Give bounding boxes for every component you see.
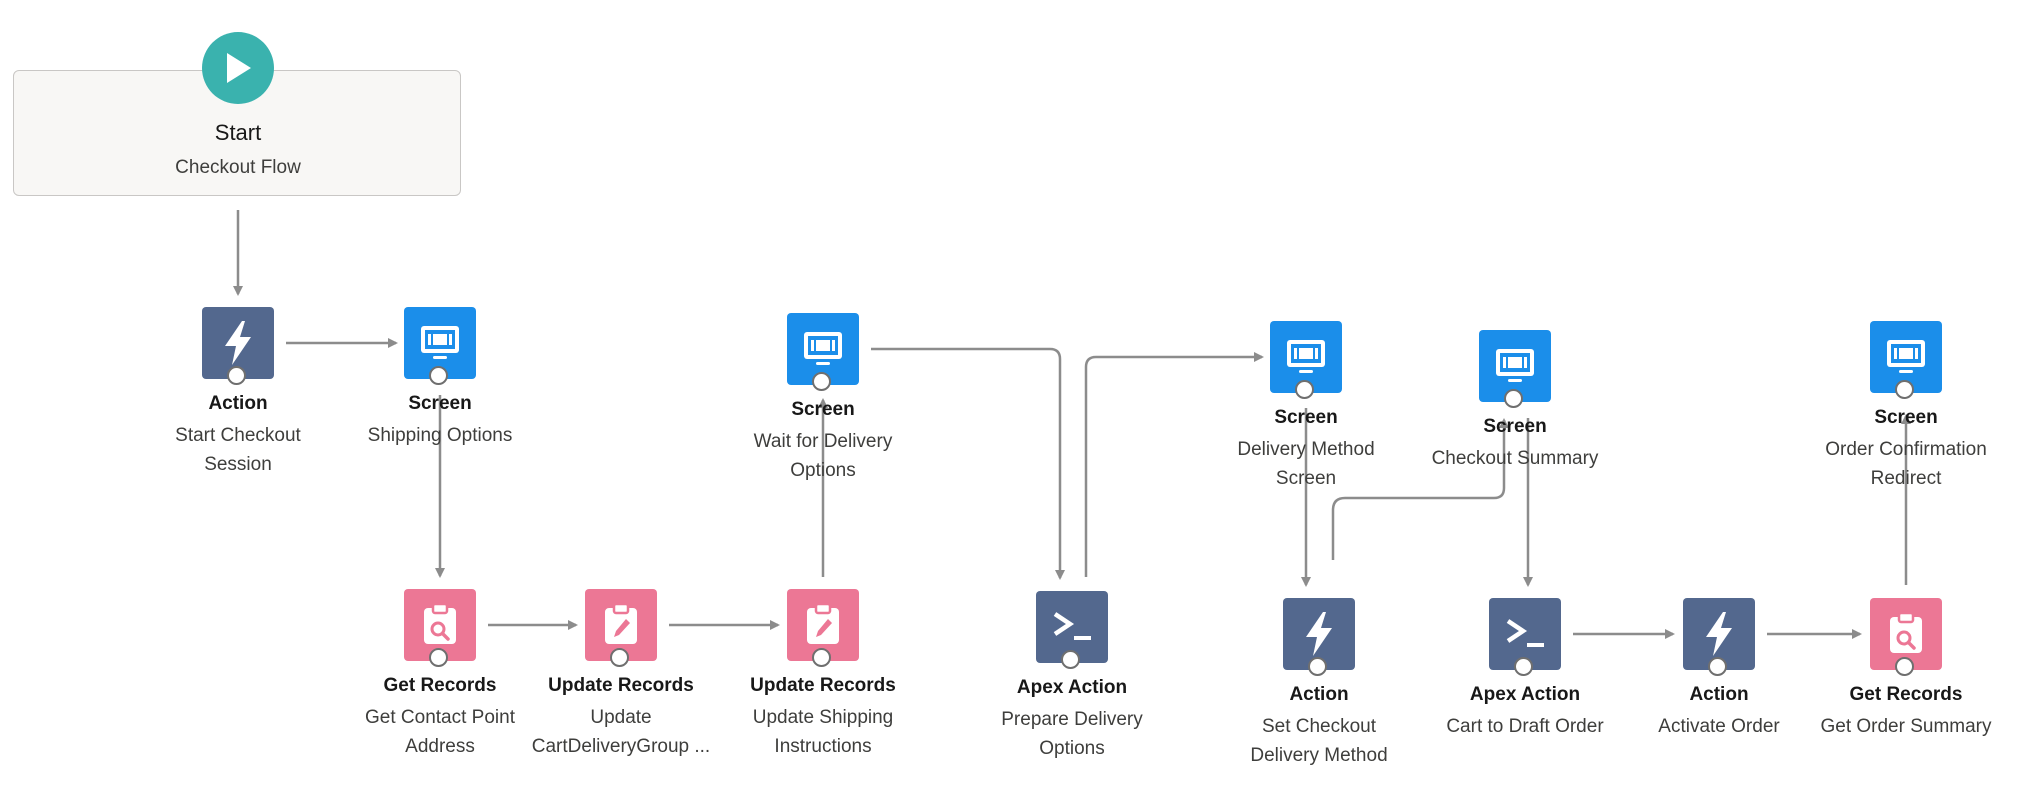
node-label: Update Shipping Instructions <box>752 707 894 757</box>
connector-port[interactable] <box>1295 380 1314 399</box>
connector-port[interactable] <box>227 366 246 385</box>
node-type-label: Apex Action <box>1016 677 1128 698</box>
node-type-label: Screen <box>1874 407 1938 428</box>
node-label: Get Contact Point Address <box>365 707 515 757</box>
screen-icon[interactable] <box>1479 330 1551 402</box>
node-type-label: Get Records <box>383 675 497 696</box>
node-type-label: Action <box>1289 684 1349 705</box>
start-title: Start <box>214 120 262 145</box>
node-type-label: Action <box>1689 684 1749 705</box>
node-label: Order Confirmation Redirect <box>1825 439 1987 489</box>
connector-arrow[interactable] <box>1331 418 1509 560</box>
connector-port[interactable] <box>1895 380 1914 399</box>
play-icon[interactable] <box>202 32 274 104</box>
connector-port[interactable] <box>610 648 629 667</box>
node-type-label: Screen <box>1274 407 1338 428</box>
node-type-label: Update Records <box>548 675 694 696</box>
lightning-bolt-icon[interactable] <box>1283 598 1355 670</box>
node-type-label: Apex Action <box>1469 684 1581 705</box>
connector-port[interactable] <box>1308 657 1327 676</box>
node-label: Checkout Summary <box>1431 448 1599 469</box>
node-label: Update CartDeliveryGroup ... <box>531 707 711 757</box>
connector-arrow[interactable] <box>871 347 1065 580</box>
node-type-label: Screen <box>408 393 472 414</box>
node-label: Set Checkout Delivery Method <box>1250 716 1388 766</box>
get-records-icon[interactable] <box>404 589 476 661</box>
node-type-label: Action <box>208 393 268 414</box>
connector-port[interactable] <box>1504 389 1523 408</box>
node-label: Start Checkout Session <box>175 425 301 475</box>
screen-icon[interactable] <box>1870 321 1942 393</box>
connector-port[interactable] <box>1061 650 1080 669</box>
node-label: Shipping Options <box>367 425 513 446</box>
node-type-label: Screen <box>1483 416 1547 437</box>
node-label: Wait for Delivery Options <box>753 431 893 481</box>
apex-prompt-icon[interactable] <box>1489 598 1561 670</box>
node-label: Cart to Draft Order <box>1446 716 1604 737</box>
node-label: Prepare Delivery Options <box>1001 709 1143 759</box>
start-subtitle: Checkout Flow <box>175 157 301 178</box>
node-label: Activate Order <box>1658 716 1780 737</box>
connector-port[interactable] <box>812 372 831 391</box>
connector-port[interactable] <box>1895 657 1914 676</box>
connector-arrow[interactable] <box>1084 352 1264 577</box>
connector-port[interactable] <box>429 366 448 385</box>
connector-port[interactable] <box>1514 657 1533 676</box>
node-type-label: Update Records <box>750 675 896 696</box>
node-type-label: Screen <box>791 399 855 420</box>
node-type-label: Get Records <box>1849 684 1963 705</box>
connector-port[interactable] <box>429 648 448 667</box>
connector-port[interactable] <box>1708 657 1727 676</box>
connector-port[interactable] <box>812 648 831 667</box>
node-label: Get Order Summary <box>1820 716 1992 737</box>
node-label: Delivery Method Screen <box>1237 439 1375 489</box>
